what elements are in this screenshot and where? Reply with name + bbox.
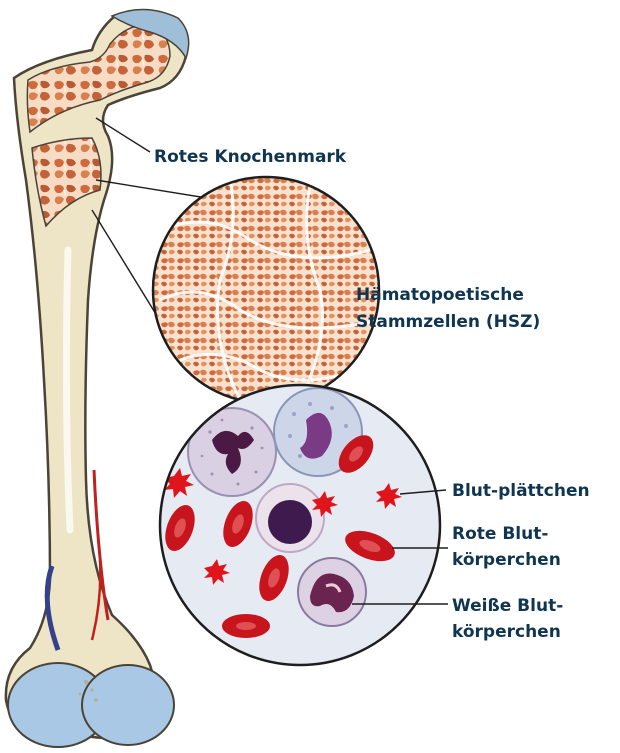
spongy-bone-zoom: [150, 175, 390, 415]
condyle-right: [82, 665, 174, 745]
label-wbc-line2: körperchen: [452, 620, 561, 644]
neutrophil: [188, 408, 276, 496]
monocyte: [298, 558, 366, 626]
label-platelets: Blut-plättchen: [452, 479, 590, 503]
label-hsc-line1: Hämatopoetische: [356, 283, 524, 307]
femur-bone: [6, 9, 189, 747]
lymphocyte: [256, 484, 324, 552]
label-hsc-line2: Stammzellen (HSZ): [356, 310, 540, 334]
label-red-marrow: Rotes Knochenmark: [154, 145, 346, 169]
label-rbc-line1: Rote Blut-: [452, 522, 548, 546]
label-rbc-line2: körperchen: [452, 548, 561, 572]
blood-cells-zoom: [160, 385, 440, 665]
label-wbc-line1: Weiße Blut-: [452, 594, 563, 618]
